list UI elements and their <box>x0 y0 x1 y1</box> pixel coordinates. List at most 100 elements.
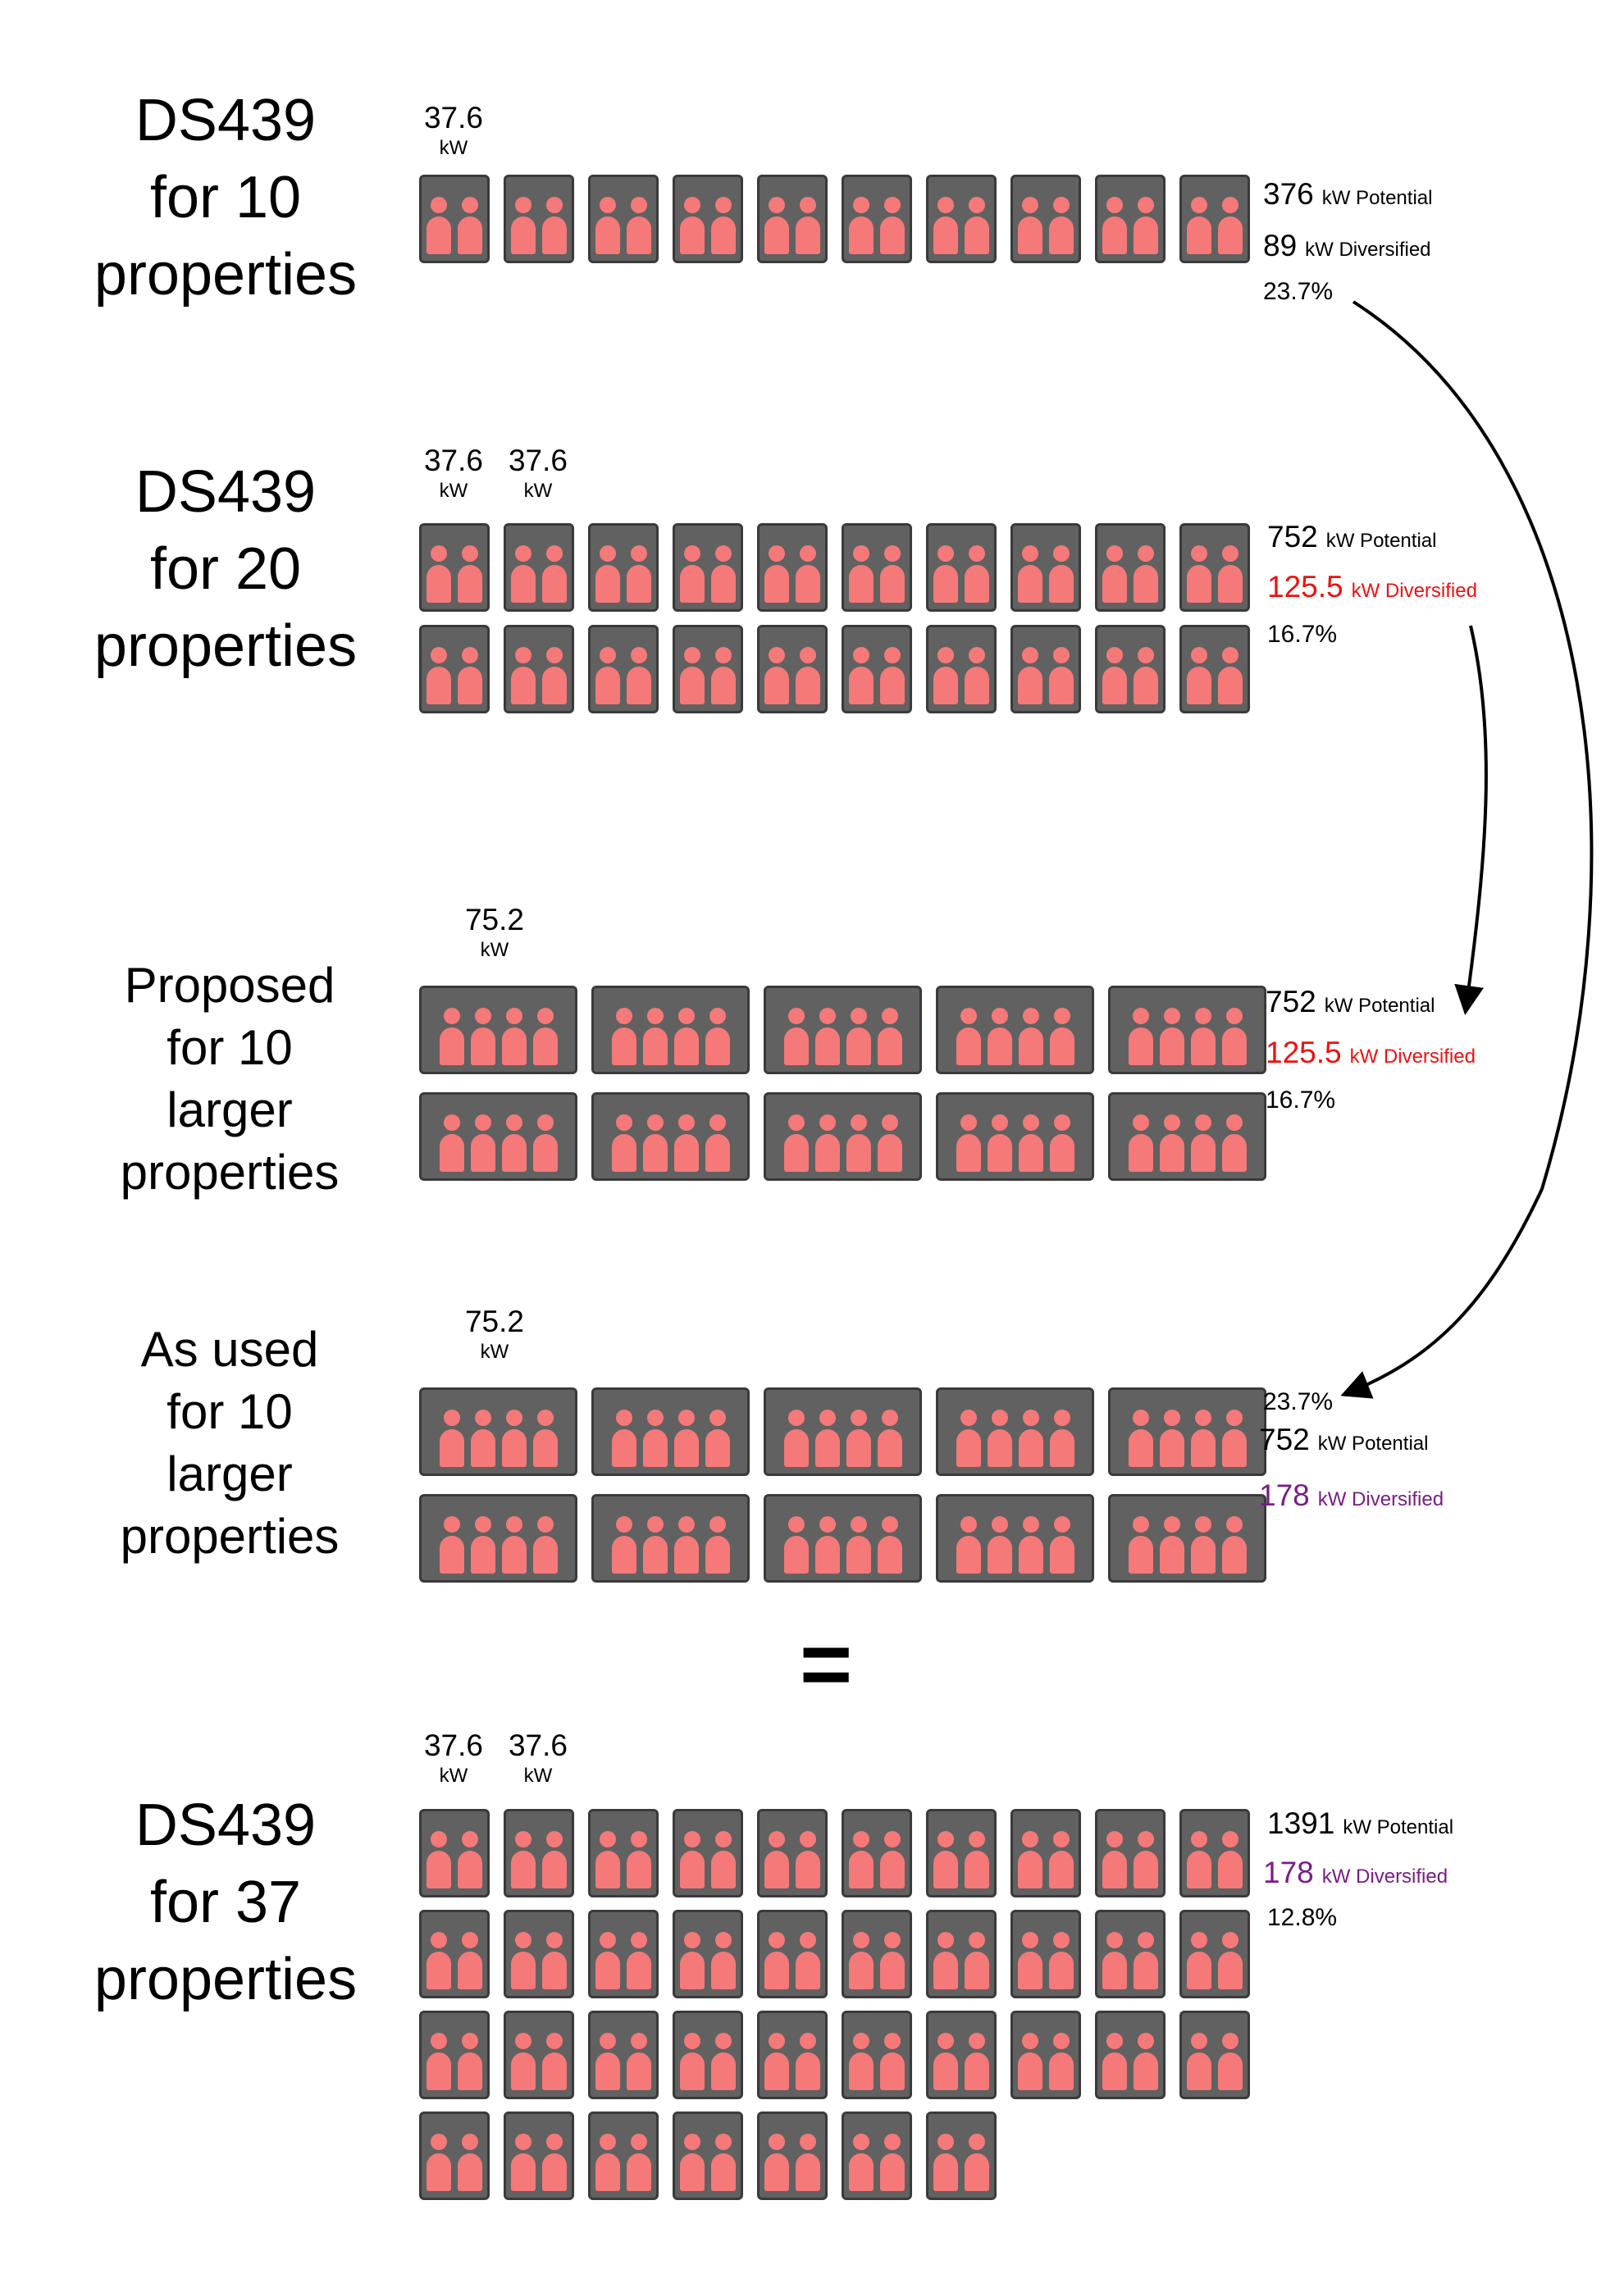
occupants <box>760 647 825 704</box>
occupants <box>1013 2033 1079 2090</box>
person-icon <box>1134 1932 1158 1989</box>
person-icon <box>511 2033 536 2090</box>
section-5-title: DS439 for 37 properties <box>78 1787 373 2018</box>
occupants <box>1111 1114 1264 1172</box>
person-icon <box>1018 1410 1043 1467</box>
person-icon <box>965 545 989 603</box>
person-icon <box>627 197 651 254</box>
person-icon <box>711 647 736 704</box>
person-icon <box>470 1516 495 1574</box>
occupants <box>591 2134 656 2191</box>
property-icon <box>757 175 828 263</box>
person-icon <box>1134 1831 1158 1888</box>
kw-unit: kW <box>523 480 553 502</box>
person-icon <box>427 647 451 704</box>
person-icon <box>542 647 567 704</box>
person-icon <box>764 2134 789 2191</box>
occupants <box>844 2134 910 2191</box>
occupants <box>506 2033 572 2090</box>
property-icon <box>419 1809 490 1897</box>
occupants <box>1111 1008 1264 1065</box>
section-1-title: DS439 for 10 properties <box>78 82 373 313</box>
person-icon <box>1049 1114 1074 1172</box>
person-icon <box>1187 647 1211 704</box>
person-icon <box>1018 1114 1043 1172</box>
occupants <box>422 197 487 254</box>
property-icon <box>1095 1809 1166 1897</box>
person-icon <box>987 1008 1012 1065</box>
property-icon <box>842 1809 912 1897</box>
person-icon <box>1102 1932 1127 1989</box>
person-icon <box>511 2134 536 2191</box>
person-icon <box>987 1410 1012 1467</box>
property-icon <box>591 1494 750 1583</box>
person-icon <box>705 1114 730 1172</box>
person-icon <box>814 1516 840 1574</box>
occupants <box>760 545 825 603</box>
occupants <box>1097 545 1163 603</box>
title-line: DS439 <box>135 1793 317 1858</box>
property-row <box>419 2011 1250 2099</box>
person-icon <box>711 1831 736 1888</box>
occupants <box>675 2033 741 2090</box>
kw-label: 37.6 kW <box>413 1728 495 1788</box>
occupants <box>1097 647 1163 704</box>
occupants <box>1182 2033 1248 2090</box>
occupants <box>591 1932 656 1989</box>
person-icon <box>542 545 567 603</box>
person-icon <box>965 197 989 254</box>
occupants <box>1097 1932 1163 1989</box>
person-icon <box>627 1932 651 1989</box>
kw-label: 37.6 kW <box>413 100 495 161</box>
property-icon <box>588 175 659 263</box>
person-icon <box>680 1932 705 1989</box>
person-icon <box>532 1114 558 1172</box>
person-icon <box>965 2134 989 2191</box>
person-icon <box>427 1831 451 1888</box>
property-icon <box>936 1092 1094 1181</box>
person-icon <box>933 647 958 704</box>
occupants <box>591 647 656 704</box>
kw-value: 37.6 <box>508 444 568 477</box>
property-row <box>419 2112 997 2200</box>
title-line: DS439 <box>135 459 317 525</box>
property-icon <box>936 986 1094 1074</box>
person-icon <box>1218 1932 1243 1989</box>
property-icon <box>926 2112 997 2200</box>
property-icon <box>1179 625 1250 713</box>
person-icon <box>532 1516 558 1574</box>
property-icon <box>591 1387 750 1476</box>
title-line: properties <box>120 1145 340 1200</box>
person-icon <box>711 2033 736 2090</box>
diversified-label: kW Diversified <box>1349 1046 1476 1068</box>
person-icon <box>933 545 958 603</box>
occupants <box>591 1831 656 1888</box>
diversified-value: 125.5 <box>1267 570 1343 604</box>
occupants <box>1097 2033 1163 2090</box>
person-icon <box>1134 647 1158 704</box>
person-icon <box>673 1008 699 1065</box>
occupants <box>1013 1831 1079 1888</box>
property-icon <box>419 175 490 263</box>
person-icon <box>1018 1008 1043 1065</box>
person-icon <box>458 545 482 603</box>
person-icon <box>470 1008 495 1065</box>
person-icon <box>627 1831 651 1888</box>
occupants <box>1111 1410 1264 1467</box>
title-line: for 10 <box>149 165 302 230</box>
person-icon <box>880 1932 905 1989</box>
potential-label: kW Potential <box>1321 187 1433 209</box>
property-icon <box>936 1387 1094 1476</box>
person-icon <box>1187 545 1211 603</box>
person-icon <box>1128 1008 1153 1065</box>
person-icon <box>642 1516 668 1574</box>
occupants <box>844 2033 910 2090</box>
occupants <box>928 1831 994 1888</box>
person-icon <box>877 1516 902 1574</box>
property-icon <box>504 175 574 263</box>
occupants <box>675 1932 741 1989</box>
person-icon <box>627 647 651 704</box>
title-line: for 10 <box>167 1384 293 1439</box>
